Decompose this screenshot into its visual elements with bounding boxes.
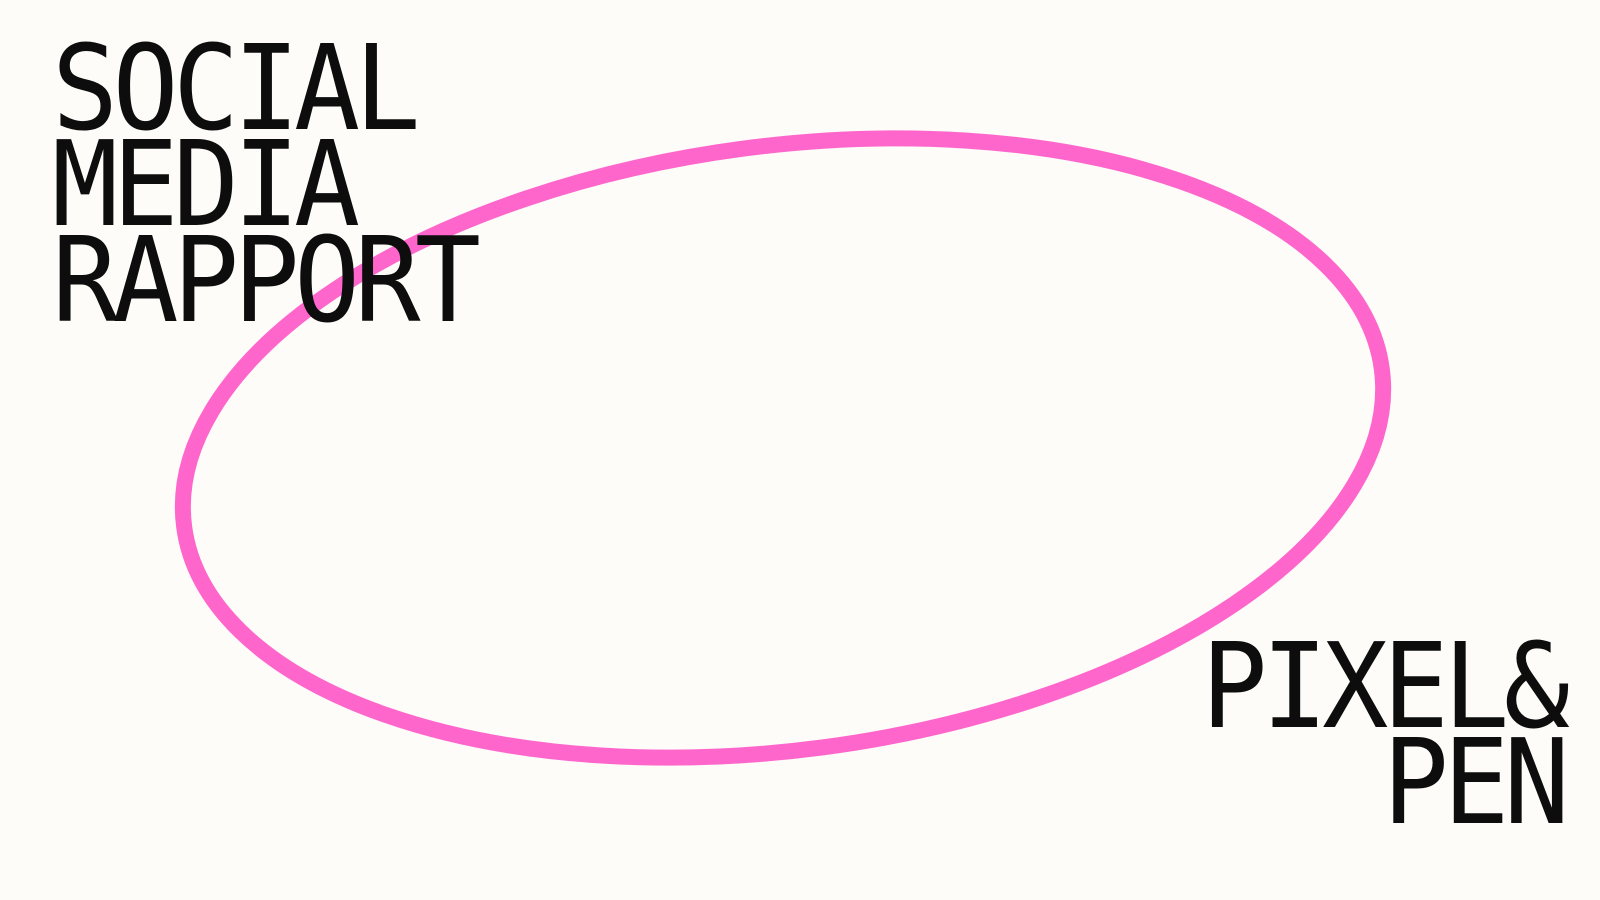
title-line-2: MEDIA [52,115,360,253]
title-line-3: RAPPORT [52,211,481,349]
brand-logo-text: PIXEL& PEN [1174,617,1570,851]
report-title: SOCIAL MEDIA RAPPORT [52,19,507,349]
brand-line-2: PEN [1382,713,1570,851]
title-line-1: SOCIAL [52,19,421,157]
brand-line-1: PIXEL& [1201,617,1570,755]
